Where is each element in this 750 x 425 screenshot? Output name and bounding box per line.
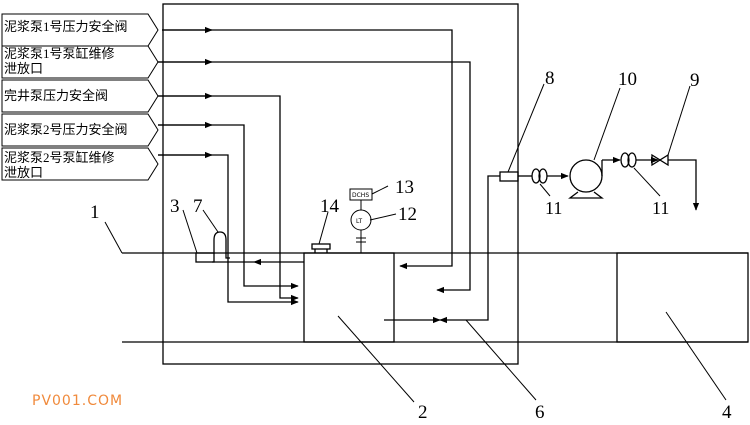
source-tag-4: 泥浆泵2号压力安全阀	[1, 113, 159, 147]
label-6: 6	[535, 402, 545, 423]
label-4: 4	[722, 402, 732, 423]
source-tag-3: 完井泵压力安全阀	[1, 79, 159, 113]
source-tag-3-text: 完井泵压力安全阀	[4, 88, 108, 103]
pipe-5	[158, 151, 299, 306]
source-tag-2-text: 泥浆泵1号泵缸维修泄放口	[4, 46, 115, 76]
label-14: 14	[320, 196, 340, 217]
enclosure	[162, 3, 519, 365]
tank-2	[303, 252, 395, 343]
label-12: 12	[398, 204, 417, 225]
svg-text:LT: LT	[356, 218, 363, 225]
label-10: 10	[618, 69, 637, 90]
coupling-11b	[620, 152, 637, 168]
coupling-11a	[531, 168, 548, 184]
item-7-hook	[213, 231, 230, 259]
item-8-inlet	[499, 171, 519, 182]
item-3-box	[195, 252, 215, 263]
source-tag-5-text: 泥浆泵2号泵缸维修泄放口	[4, 150, 115, 180]
source-tag-1: 泥浆泵1号压力安全阀	[1, 13, 159, 47]
label-1: 1	[90, 202, 100, 223]
label-9: 9	[690, 70, 700, 91]
pipe-8-return	[439, 175, 500, 324]
leader-lines	[104, 83, 727, 403]
source-tag-4-text: 泥浆泵2号压力安全阀	[4, 122, 128, 137]
pipe-3	[158, 92, 299, 302]
label-11b: 11	[652, 198, 669, 218]
item-14-fitting	[311, 243, 331, 253]
label-13: 13	[395, 177, 414, 198]
tank-4	[616, 252, 749, 343]
label-7: 7	[193, 196, 203, 217]
pump-10	[568, 159, 604, 199]
pipe-4	[158, 121, 299, 290]
pipe-2	[158, 58, 471, 294]
watermark: PV001.COM	[32, 393, 123, 409]
pump-line	[499, 152, 700, 211]
number-labels: 1 3 7 14 13 12 8 10 9 11 11 2 6 4	[90, 68, 732, 423]
label-3: 3	[170, 196, 180, 217]
source-tag-2: 泥浆泵1号泵缸维修泄放口	[1, 45, 159, 79]
source-tag-1-text: 泥浆泵1号压力安全阀	[4, 19, 128, 34]
label-8: 8	[545, 68, 555, 89]
source-tag-5: 泥浆泵2号泵缸维修泄放口	[1, 147, 159, 181]
pipe-1	[162, 26, 453, 270]
level-instrument: DCHS LT	[349, 188, 373, 253]
label-2: 2	[418, 402, 428, 423]
svg-text:DCHS: DCHS	[352, 192, 369, 199]
label-11a: 11	[545, 198, 562, 218]
